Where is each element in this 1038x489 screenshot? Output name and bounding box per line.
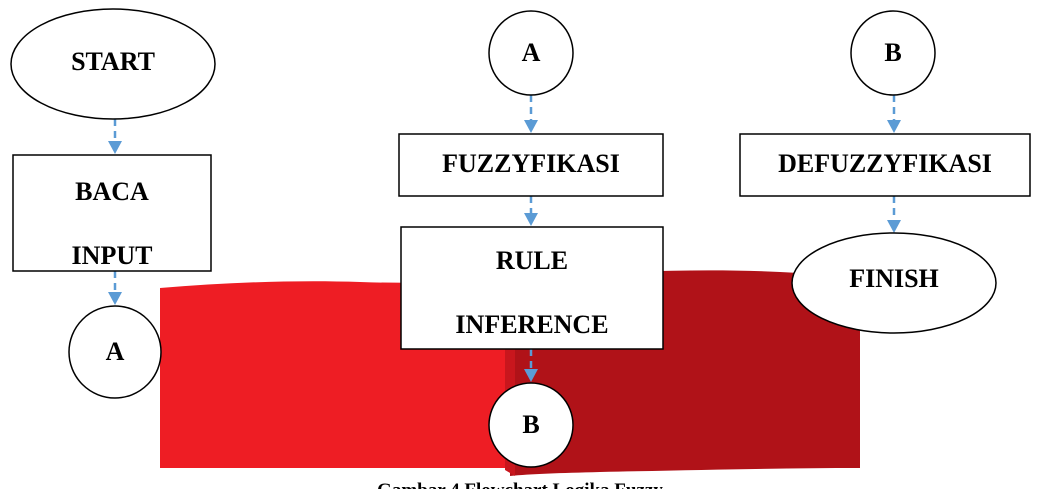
connector-b-right-label: B <box>884 38 901 67</box>
connector-a-mid: A <box>488 10 574 96</box>
connector-b-mid: B <box>488 382 574 468</box>
start-label: START <box>71 47 155 76</box>
fuzzyfikasi-node: FUZZYFIKASI <box>398 133 664 197</box>
finish-label: FINISH <box>849 264 939 293</box>
connector-a-left: A <box>68 305 162 399</box>
defuzzyfikasi-label: DEFUZZYFIKASI <box>778 149 992 178</box>
connector-b-right: B <box>850 10 936 96</box>
rule-inference-node: RULE INFERENCE <box>400 226 664 350</box>
start-node: START <box>10 8 216 120</box>
finish-node: FINISH <box>791 232 997 334</box>
baca-input-label-line1: BACA <box>75 177 149 206</box>
connector-a-mid-label: A <box>522 38 541 67</box>
fuzzyfikasi-label: FUZZYFIKASI <box>442 149 620 178</box>
connector-a-left-label: A <box>106 337 125 366</box>
baca-input-label-line2: INPUT <box>72 241 153 270</box>
figure-caption: Gambar 4 Flowchart Logika Fuzzy <box>377 480 663 489</box>
defuzzyfikasi-node: DEFUZZYFIKASI <box>739 133 1031 197</box>
rule-inference-label-line1: RULE <box>496 246 568 275</box>
rule-inference-label-line2: INFERENCE <box>455 310 608 339</box>
connector-b-mid-label: B <box>522 410 539 439</box>
flow-arrows <box>108 95 901 382</box>
baca-input-node: BACA INPUT <box>12 154 212 272</box>
